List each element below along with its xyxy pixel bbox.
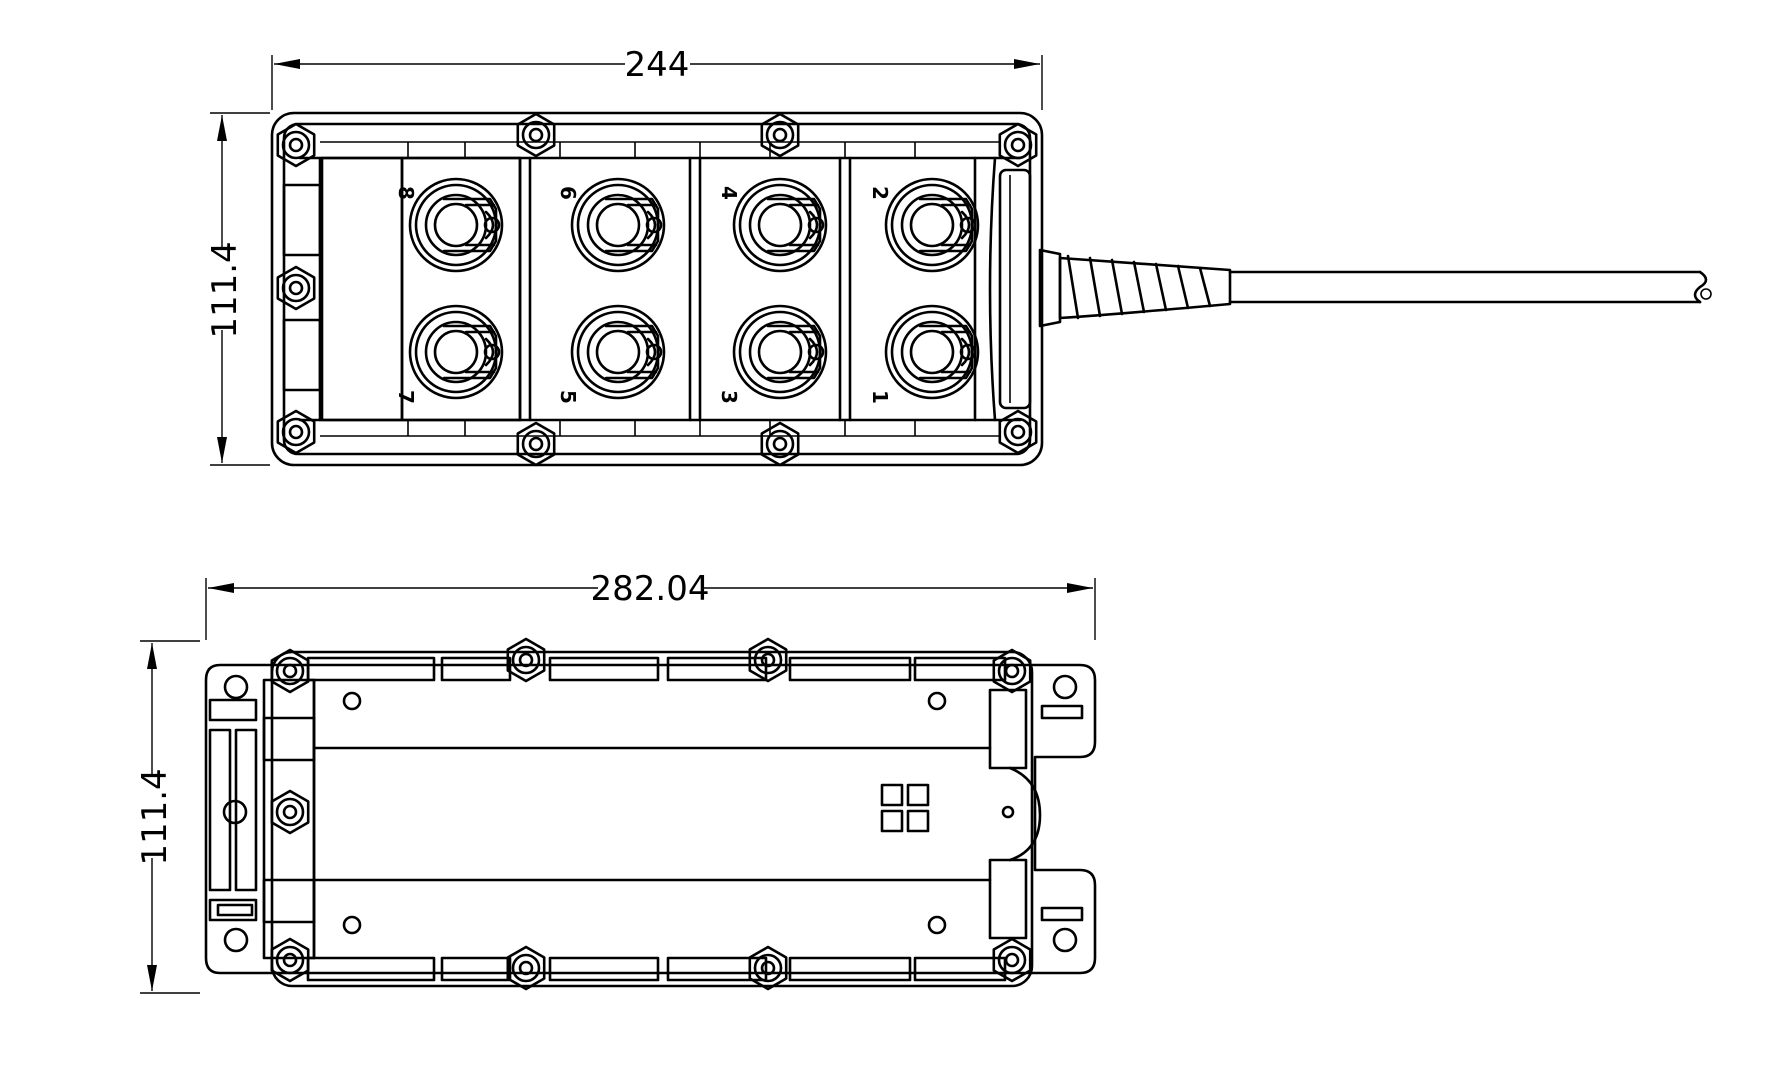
nut-icon bbox=[748, 945, 788, 991]
nut-icon bbox=[276, 122, 316, 168]
nut-icon bbox=[998, 409, 1038, 455]
bottom-width-label: 282.04 bbox=[591, 569, 710, 609]
hole-icon bbox=[342, 915, 362, 935]
top-view: 244 111.4 bbox=[205, 45, 1712, 467]
nut-icon bbox=[748, 637, 788, 683]
hole-icon bbox=[223, 674, 249, 700]
bottom-view: 282.04 111.4 bbox=[135, 569, 1097, 994]
nut-icon bbox=[270, 937, 310, 983]
hole-icon bbox=[1052, 927, 1078, 953]
nut-icon bbox=[276, 409, 316, 455]
port-label-8: 8 bbox=[394, 186, 418, 200]
port-label-6: 6 bbox=[556, 186, 580, 200]
port-label-4: 4 bbox=[717, 186, 741, 200]
hole-icon bbox=[342, 691, 362, 711]
nut-icon bbox=[506, 945, 546, 991]
m12-connector-port-4 bbox=[732, 177, 828, 273]
port-label-3: 3 bbox=[717, 390, 741, 404]
port-numbers: 8 6 4 2 7 5 3 1 bbox=[394, 186, 892, 404]
hole-icon bbox=[222, 799, 248, 825]
top-housing bbox=[270, 111, 1044, 467]
bottom-width-dimension: 282.04 bbox=[205, 569, 1096, 640]
hole-icon bbox=[927, 691, 947, 711]
bottom-height-dimension: 111.4 bbox=[135, 640, 200, 994]
port-label-5: 5 bbox=[556, 390, 580, 404]
nut-icon bbox=[992, 937, 1032, 983]
cable-assembly bbox=[1038, 248, 1712, 328]
top-mounting-nuts bbox=[276, 112, 1038, 467]
nut-icon bbox=[760, 421, 800, 467]
nut-icon bbox=[276, 265, 316, 311]
bottom-housing bbox=[204, 650, 1097, 988]
top-width-dimension: 244 bbox=[271, 45, 1043, 110]
nut-icon bbox=[992, 648, 1032, 694]
nut-icon bbox=[998, 122, 1038, 168]
nut-icon bbox=[270, 789, 310, 835]
nut-icon bbox=[516, 421, 556, 467]
m12-connector-port-2 bbox=[884, 177, 980, 273]
hole-icon bbox=[223, 927, 249, 953]
port-label-7: 7 bbox=[394, 390, 418, 404]
nut-icon bbox=[270, 648, 310, 694]
bottom-mounting-holes bbox=[222, 674, 1078, 953]
top-connectors bbox=[408, 177, 980, 400]
hole-icon bbox=[1052, 674, 1078, 700]
nut-icon bbox=[506, 637, 546, 683]
port-label-2: 2 bbox=[868, 186, 892, 200]
top-height-label: 111.4 bbox=[205, 241, 245, 338]
bottom-mounting-nuts bbox=[270, 637, 1032, 991]
bottom-height-label: 111.4 bbox=[135, 768, 175, 865]
top-width-label: 244 bbox=[625, 45, 690, 85]
nut-icon bbox=[760, 112, 800, 158]
m12-connector-port-1 bbox=[884, 304, 980, 400]
m12-connector-port-3 bbox=[732, 304, 828, 400]
m12-connector-port-5 bbox=[570, 304, 666, 400]
port-label-1: 1 bbox=[868, 390, 892, 404]
hole-icon bbox=[927, 915, 947, 935]
top-height-dimension: 111.4 bbox=[205, 112, 270, 466]
nut-icon bbox=[516, 112, 556, 158]
m12-connector-port-7 bbox=[408, 304, 504, 400]
m12-connector-port-6 bbox=[570, 177, 666, 273]
m12-connector-port-8 bbox=[408, 177, 504, 273]
